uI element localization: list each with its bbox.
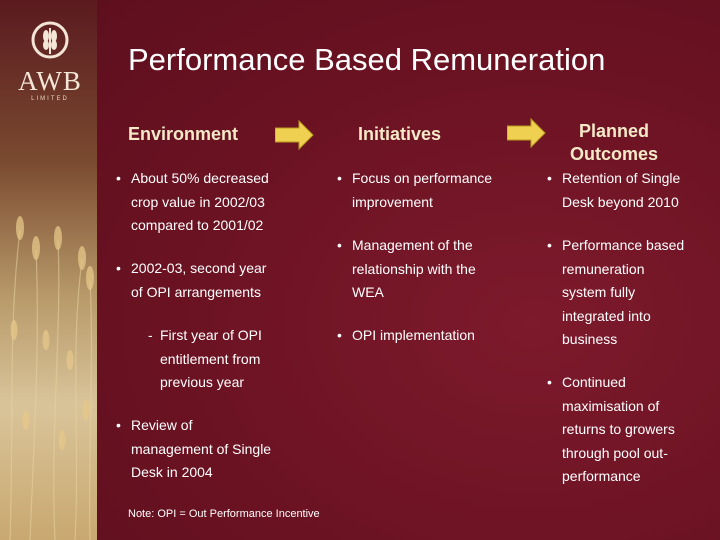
slide-background	[97, 0, 720, 540]
wheat-field-image	[9, 216, 94, 540]
logo-wordmark: AWB	[18, 66, 82, 96]
outcome-item-3: • Continued maximisation of returns to g…	[547, 374, 675, 484]
wheat-image-panel: AWB LIMITED	[0, 0, 97, 540]
initiative-item-1: • Focus on performance improvement	[337, 170, 493, 210]
environment-item-2: • 2002-03, second year of OPI arrangemen…	[116, 260, 267, 300]
column-header-initiatives: Initiatives	[358, 124, 442, 144]
column-header-outcomes: Planned Outcomes	[556, 120, 672, 166]
awb-logo: AWB LIMITED	[12, 20, 88, 102]
initiative-item-3: • OPI implementation	[337, 327, 475, 343]
environment-subitem-1: - First year of OPI entitlement from pre…	[148, 327, 262, 390]
wheat-emblem-icon	[31, 21, 69, 59]
column-header-environment: Environment	[128, 124, 239, 144]
initiative-item-2: • Management of the relationship with th…	[337, 237, 476, 300]
environment-item-1: • About 50% decreased crop value in 2002…	[116, 170, 269, 233]
outcome-item-1: • Retention of Single Desk beyond 2010	[547, 170, 681, 210]
slide-title: Performance Based Remuneration	[128, 42, 606, 77]
environment-item-3: • Review of management of Single Desk in…	[116, 417, 272, 480]
footnote: Note: OPI = Out Performance Incentive	[128, 508, 320, 520]
outcomes-header-line-2: Outcomes	[569, 144, 659, 164]
arrow-right-icon	[275, 119, 314, 151]
outcome-item-2: • Performance based remuneration system …	[547, 237, 685, 347]
arrow-right-icon	[507, 117, 546, 149]
outcomes-header-line-1: Planned	[578, 121, 649, 141]
logo-subtitle: LIMITED	[31, 96, 69, 102]
